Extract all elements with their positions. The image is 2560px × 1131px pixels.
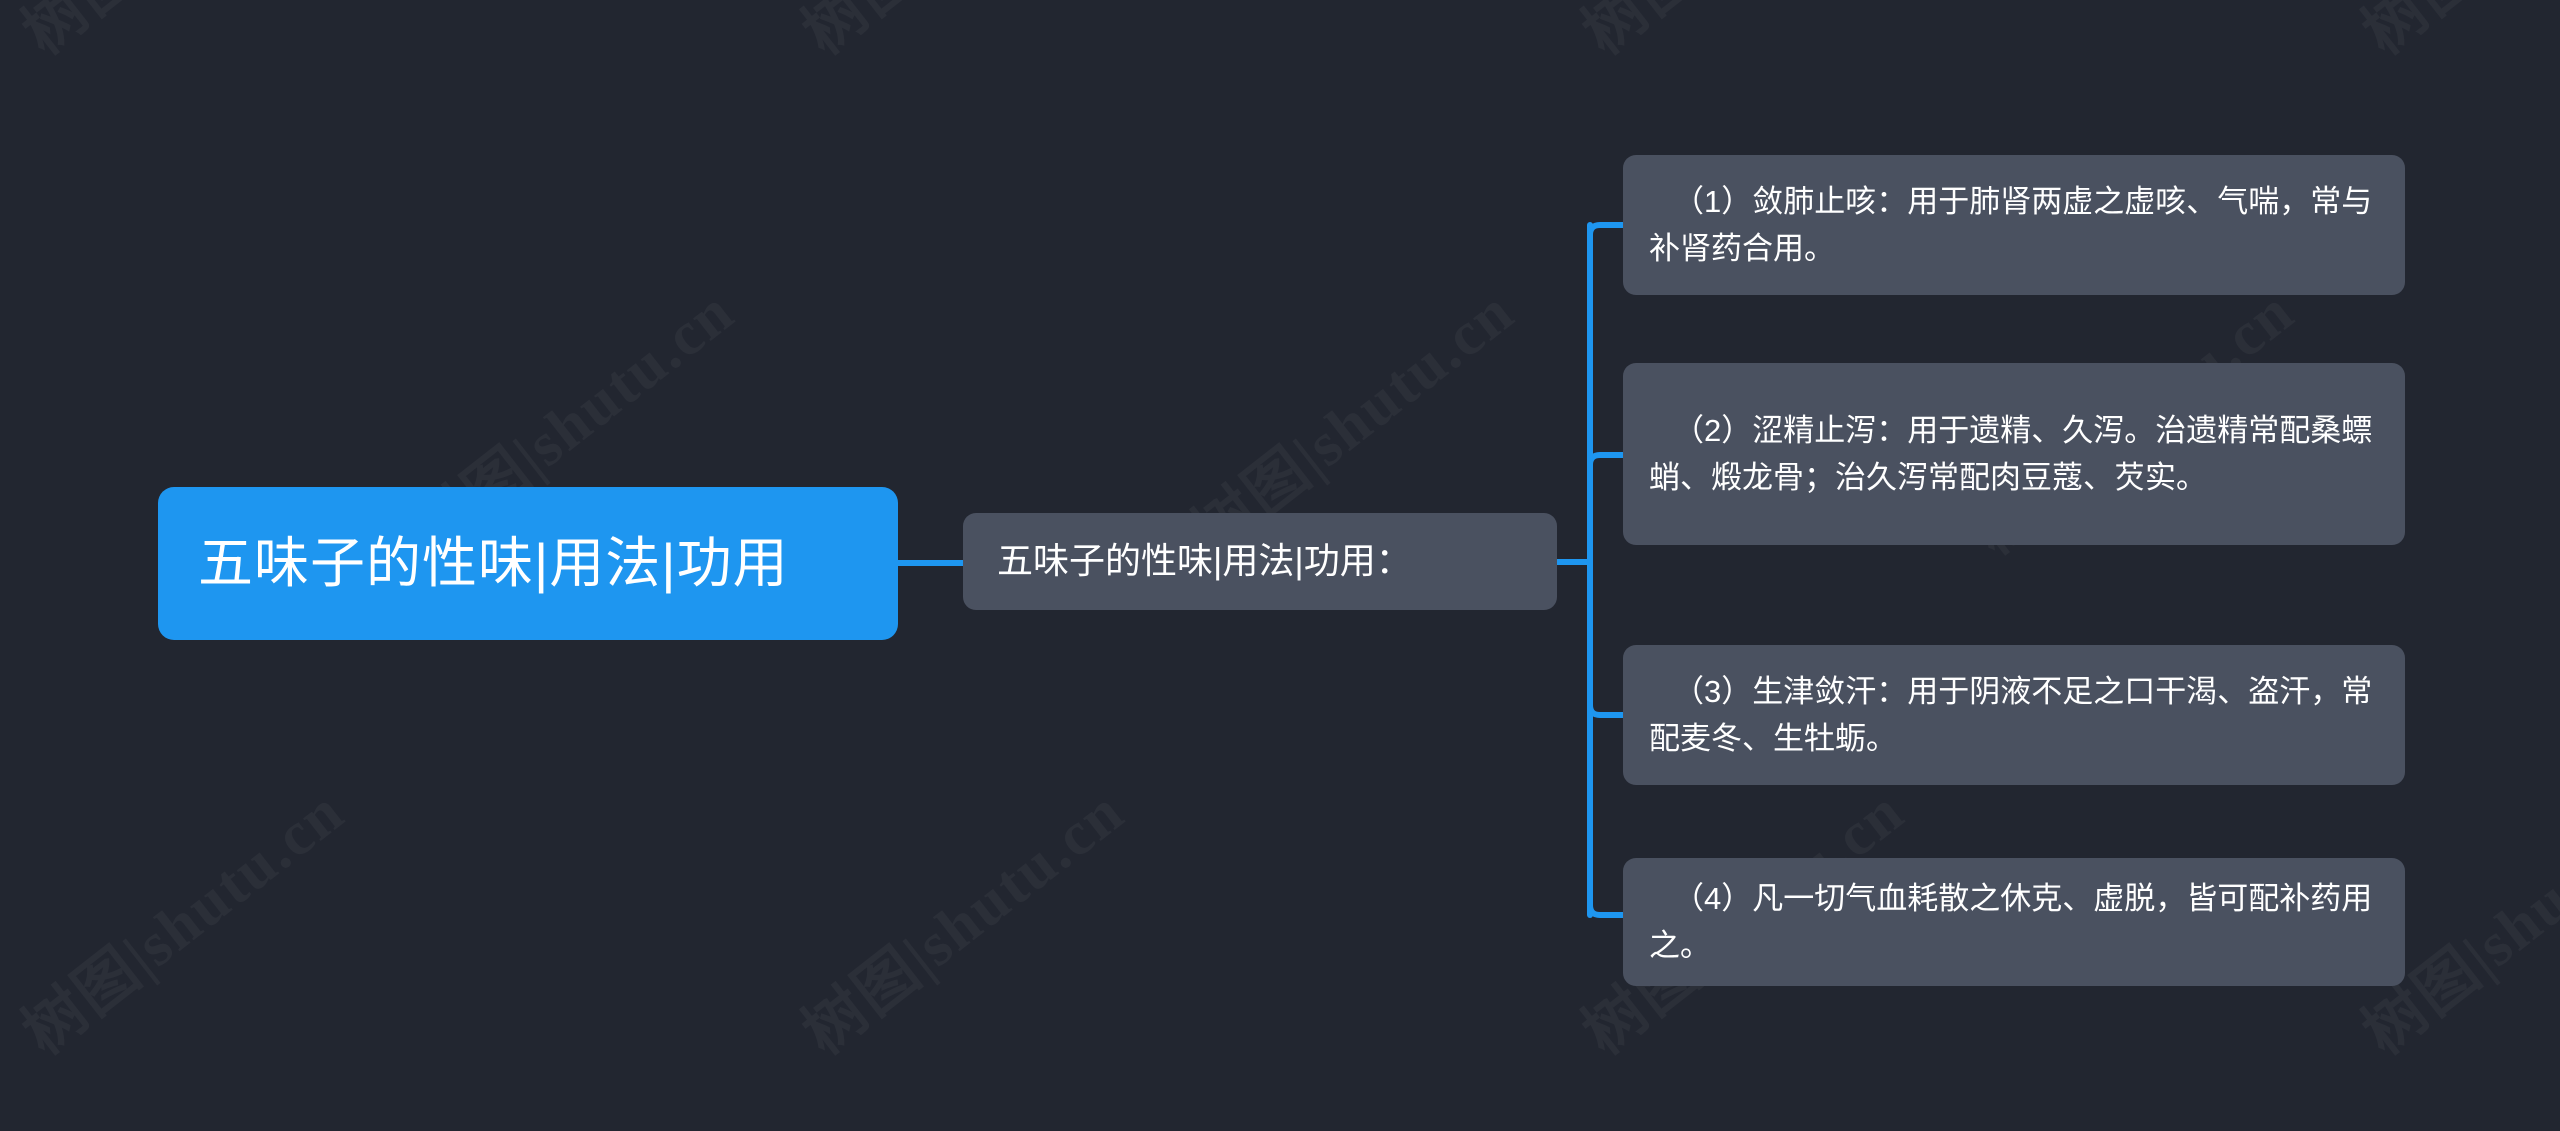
root-node-label: 五味子的性味|用法|功用 [198, 532, 789, 595]
connector-to-leaf-4 [1587, 892, 1626, 918]
leaf-node-2[interactable]: （2）涩精止泻：用于遗精、久泻。治遗精常配桑螵蛸、煅龙骨；治久泻常配肉豆蔻、芡实… [1623, 363, 2405, 545]
root-node[interactable]: 五味子的性味|用法|功用 [158, 487, 898, 640]
leaf-node-4[interactable]: （4）凡一切气血耗散之休克、虚脱，皆可配补药用之。 [1623, 858, 2405, 986]
leaf-node-4-label: （4）凡一切气血耗散之休克、虚脱，皆可配补药用之。 [1649, 880, 2373, 963]
leaf-node-1-label: （1）敛肺止咳：用于肺肾两虚之虚咳、气喘，常与补肾药合用。 [1649, 183, 2373, 266]
branch-node[interactable]: 五味子的性味|用法|功用： [963, 513, 1557, 610]
watermark-text: 树图|shutu.cn [2340, 0, 2560, 71]
connector-to-leaf-2 [1587, 452, 1626, 478]
leaf-node-2-label: （2）涩精止泻：用于遗精、久泻。治遗精常配桑螵蛸、煅龙骨；治久泻常配肉豆蔻、芡实… [1649, 412, 2373, 495]
branch-node-label: 五味子的性味|用法|功用： [997, 540, 1412, 582]
watermark-text: 树图|shutu.cn [1560, 0, 1919, 71]
connector-to-leaf-3 [1587, 692, 1626, 718]
watermark-text: 树图|shutu.cn [780, 0, 1139, 71]
watermark-text: 树图|shutu.cn [0, 763, 359, 1071]
watermark-text: 树图|shutu.cn [0, 0, 359, 71]
leaf-node-3[interactable]: （3）生津敛汗：用于阴液不足之口干渴、盗汗，常配麦冬、生牡蛎。 [1623, 645, 2405, 785]
leaf-node-1[interactable]: （1）敛肺止咳：用于肺肾两虚之虚咳、气喘，常与补肾药合用。 [1623, 155, 2405, 295]
connector-to-leaf-1 [1587, 222, 1626, 248]
leaf-node-3-label: （3）生津敛汗：用于阴液不足之口干渴、盗汗，常配麦冬、生牡蛎。 [1649, 673, 2373, 756]
watermark-text: 树图|shutu.cn [780, 763, 1139, 1071]
